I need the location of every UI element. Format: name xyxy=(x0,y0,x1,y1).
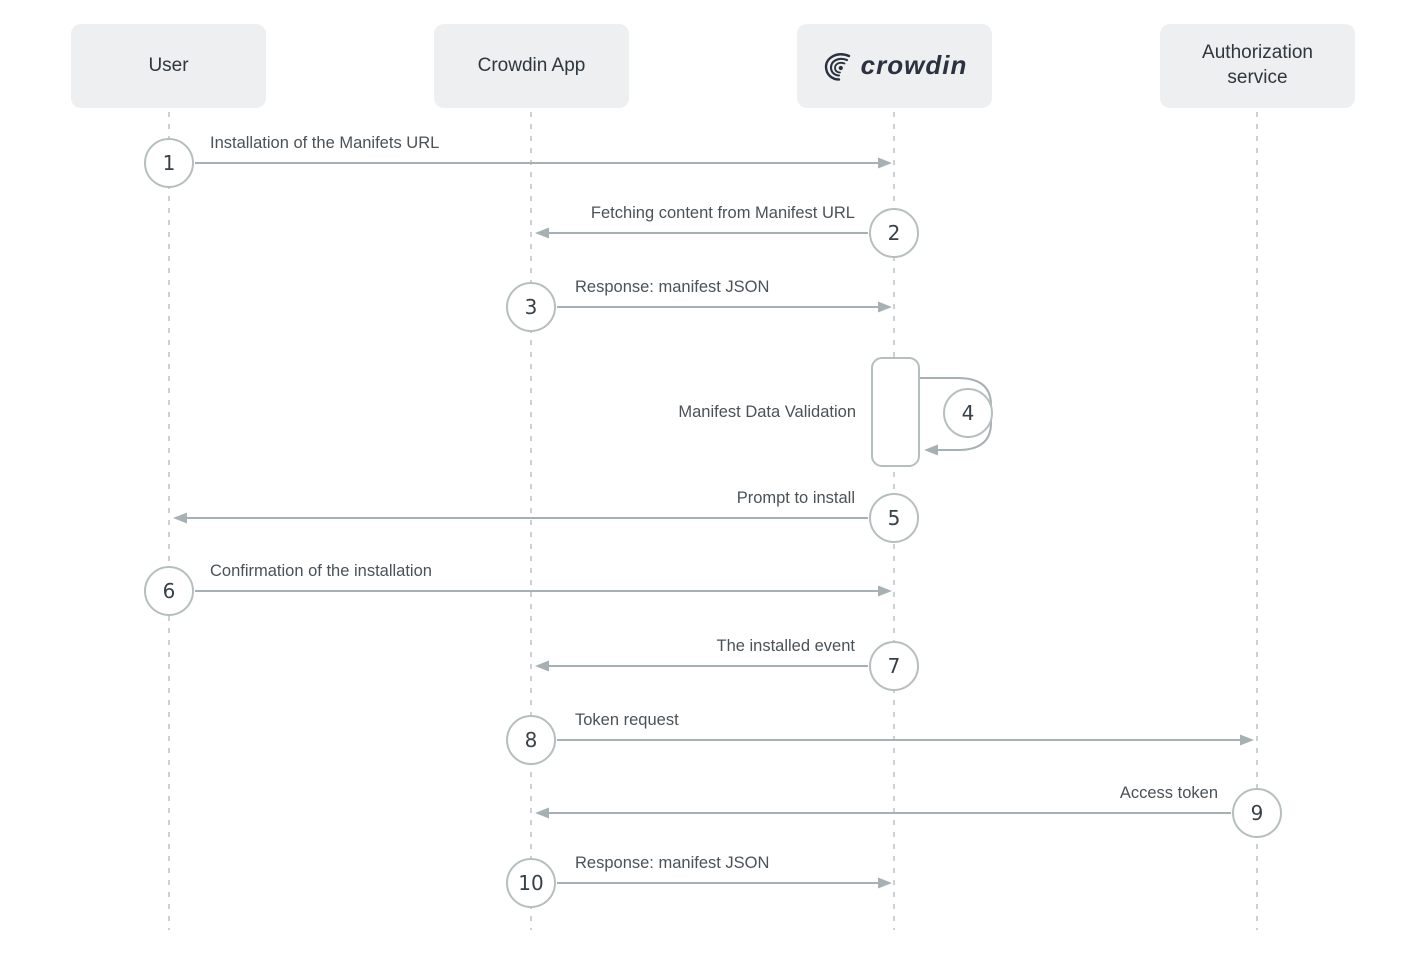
step-circle-3: 3 xyxy=(506,282,556,332)
arrowhead-step-10 xyxy=(878,877,892,889)
step-number-7: 7 xyxy=(887,654,901,678)
step-circle-8: 8 xyxy=(506,715,556,765)
step-circle-4: 4 xyxy=(943,388,993,438)
message-label-5: Prompt to install xyxy=(736,489,855,507)
actor-box-authorization-service: Authorization service xyxy=(1160,24,1355,108)
step-number-1: 1 xyxy=(162,151,176,175)
step-circle-6: 6 xyxy=(144,566,194,616)
message-label-10: Response: manifest JSON xyxy=(575,854,770,872)
step-number-9: 9 xyxy=(1250,801,1264,825)
arrowhead-step-3 xyxy=(878,301,892,313)
step-circle-9: 9 xyxy=(1232,788,1282,838)
arrowhead-step-8 xyxy=(1240,734,1254,746)
crowdin-logo-wordmark: crowdin xyxy=(860,50,968,81)
step-circle-2: 2 xyxy=(869,208,919,258)
actor-label-authorization-service: Authorization service xyxy=(1202,42,1313,88)
message-label-3: Response: manifest JSON xyxy=(575,278,770,296)
message-label-2: Fetching content from Manifest URL xyxy=(590,204,855,222)
activation-box-validation xyxy=(871,357,920,467)
actor-box-crowdin-app: Crowdin App xyxy=(434,24,629,108)
crowdin-swirl-icon xyxy=(824,53,850,81)
step-number-4: 4 xyxy=(961,401,975,425)
step-number-8: 8 xyxy=(524,728,538,752)
step-number-3: 3 xyxy=(524,295,538,319)
actor-box-crowdin: crowdin xyxy=(797,24,992,108)
message-label-4: Manifest Data Validation xyxy=(678,403,856,421)
crowdin-logo: crowdin xyxy=(822,49,968,83)
step-number-2: 2 xyxy=(887,221,901,245)
message-label-1: Installation of the Manifets URL xyxy=(210,134,440,152)
arrowhead-step-2 xyxy=(535,227,549,239)
step-circle-7: 7 xyxy=(869,641,919,691)
arrowhead-step-7 xyxy=(535,660,549,672)
arrowhead-step-6 xyxy=(878,585,892,597)
message-label-6: Confirmation of the installation xyxy=(210,562,432,580)
arrowhead-step-4 xyxy=(924,444,938,456)
step-number-6: 6 xyxy=(162,579,176,603)
message-label-8: Token request xyxy=(575,711,679,729)
arrowhead-step-9 xyxy=(535,807,549,819)
message-label-7: The installed event xyxy=(716,637,855,655)
step-circle-10: 10 xyxy=(506,858,556,908)
step-number-10: 10 xyxy=(518,871,544,895)
arrowhead-step-5 xyxy=(173,512,187,524)
message-label-9: Access token xyxy=(1119,784,1218,802)
actor-box-user: User xyxy=(71,24,266,108)
actor-label-crowdin-app: Crowdin App xyxy=(477,54,586,76)
step-circle-5: 5 xyxy=(869,493,919,543)
actor-label-user: User xyxy=(148,54,189,76)
arrowhead-step-1 xyxy=(878,157,892,169)
step-circle-1: 1 xyxy=(144,138,194,188)
step-number-5: 5 xyxy=(887,506,901,530)
